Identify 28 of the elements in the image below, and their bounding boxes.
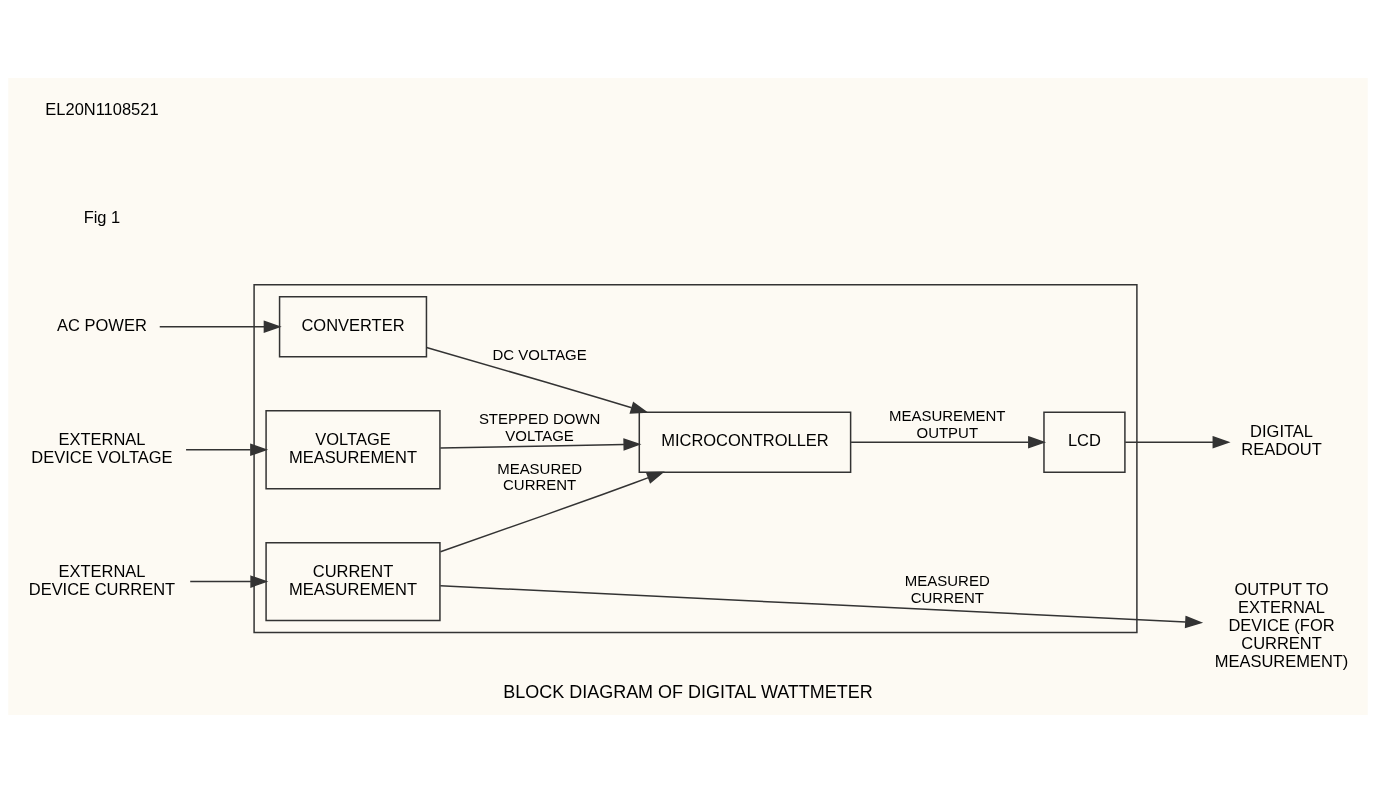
arrow	[425, 346, 649, 414]
edge-label: MEASURED CURRENT	[904, 571, 990, 606]
node-text: DIGITAL READOUT	[1241, 421, 1322, 458]
node-text: OUTPUT TO EXTERNAL DEVICE (FOR CURRENT MEASUREMENT)	[1214, 579, 1349, 670]
node-text: AC POWER	[57, 315, 147, 334]
node-box: VOLTAGE MEASUREMENT	[265, 409, 441, 489]
arrow	[439, 584, 1204, 628]
label: Fig 1	[83, 207, 121, 226]
arrow	[185, 442, 269, 456]
arrow	[439, 471, 665, 553]
arrow	[1124, 435, 1231, 448]
arrow	[159, 320, 282, 333]
node-box: MICROCONTROLLER	[638, 411, 852, 473]
node-box: CONVERTER	[278, 295, 428, 358]
cluster	[253, 283, 1138, 633]
edge-label: STEPPED DOWN VOLTAGE	[478, 409, 601, 444]
node-box: CURRENT MEASUREMENT	[265, 541, 441, 621]
arrow	[189, 574, 269, 588]
arrow	[850, 435, 1047, 448]
caption: BLOCK DIAGRAM OF DIGITAL WATTMETER	[503, 681, 873, 702]
label: EL20N1108521	[45, 99, 159, 118]
node-text: EXTERNAL DEVICE VOLTAGE	[31, 429, 173, 466]
node-text: EXTERNAL DEVICE CURRENT	[28, 561, 176, 598]
edge-label: MEASURED CURRENT	[497, 459, 583, 493]
edge-label: MEASUREMENT OUTPUT	[889, 406, 1006, 441]
node-box: LCD	[1043, 411, 1126, 473]
arrow	[439, 437, 642, 451]
edge-label: DC VOLTAGE	[492, 345, 587, 363]
